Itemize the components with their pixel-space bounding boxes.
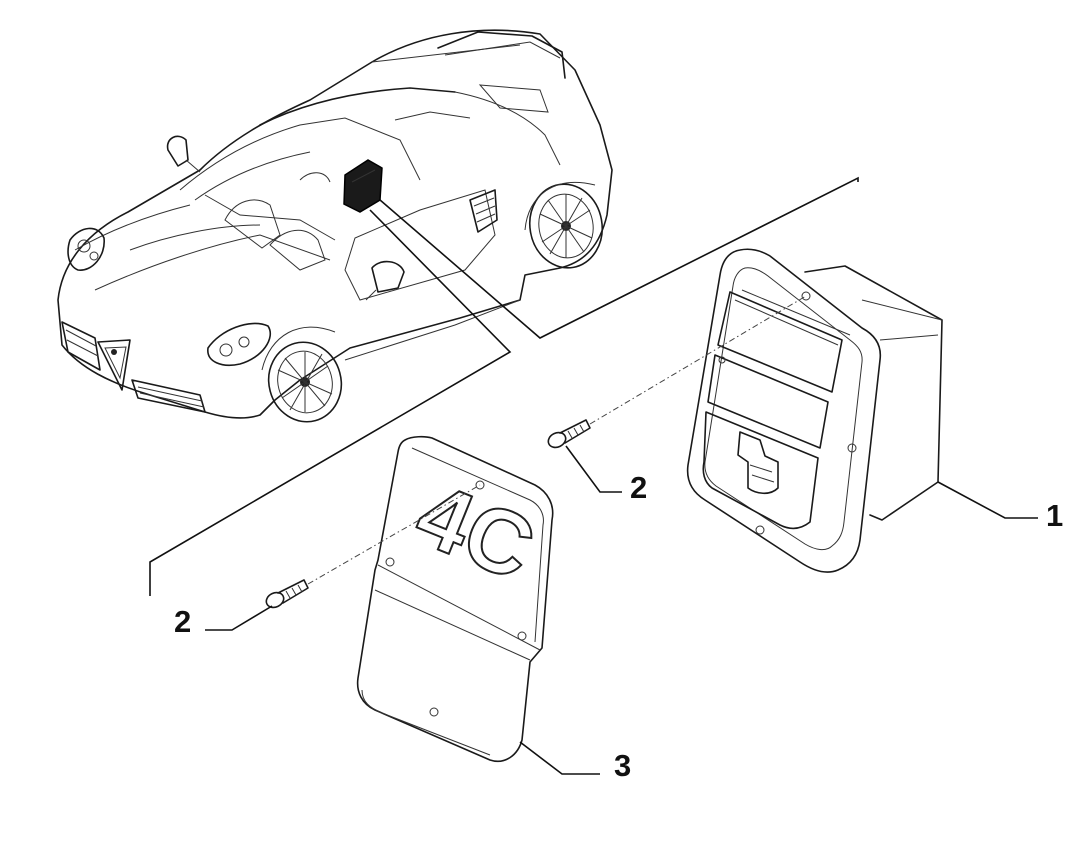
assembly-axis-lower [307,484,481,585]
cover-emboss-text: 4C [403,464,547,600]
callout-number-2-upper: 2 [630,470,647,505]
callout-leader-2-lower [205,605,273,631]
callout-leader-1 [937,481,1038,519]
zoom-line-lower [149,209,512,596]
component-location-marker [343,159,383,213]
callout-leader-3 [519,741,600,775]
callout-number-3: 3 [614,748,631,783]
callout-leader-2-upper [565,445,622,493]
screw-lower-part [265,579,309,609]
callout-number-1: 1 [1046,498,1063,533]
callout-number-2-lower: 2 [174,604,191,639]
cover-plate-part: 4C [356,435,554,762]
car-illustration [57,29,859,596]
assembly-axis-upper [589,295,807,425]
storage-box-part [686,248,943,573]
zoom-line-upper [379,176,859,339]
screw-upper-part [547,419,591,449]
